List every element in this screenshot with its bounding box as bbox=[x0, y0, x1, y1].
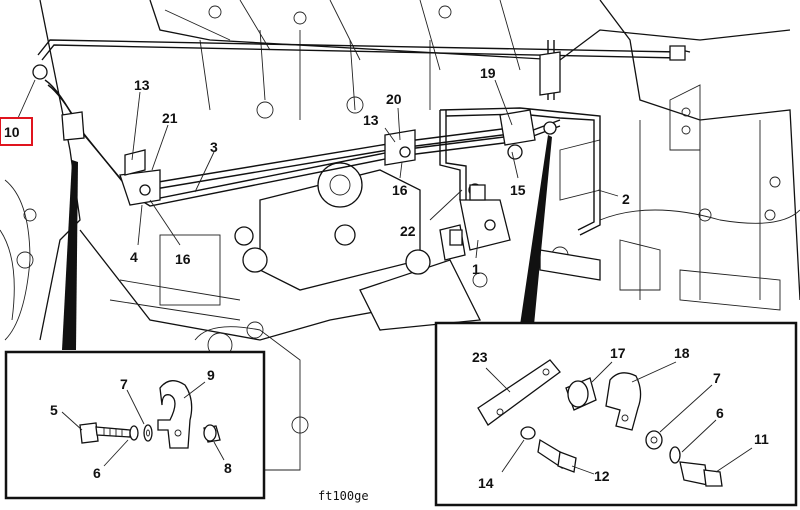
engine-block-illustration bbox=[0, 0, 800, 471]
callout-leaders bbox=[17, 79, 619, 350]
callout-3: 3 bbox=[210, 139, 218, 155]
detail-left-callout-7: 7 bbox=[120, 376, 128, 392]
callout-labels: 13 21 3 4 16 20 13 16 19 15 22 2 1 10 5 … bbox=[4, 65, 769, 503]
callout-19: 19 bbox=[480, 65, 496, 81]
detail-right-parts bbox=[477, 359, 753, 487]
detail-right-callout-14: 14 bbox=[478, 475, 494, 491]
detail-right-callout-12: 12 bbox=[594, 468, 610, 484]
callout-20: 20 bbox=[386, 91, 402, 107]
detail-right-callout-17: 17 bbox=[610, 345, 626, 361]
fuel-lines bbox=[32, 39, 691, 246]
callout-2: 2 bbox=[622, 191, 630, 207]
callout-21: 21 bbox=[162, 110, 178, 126]
callout-10: 10 bbox=[4, 124, 20, 140]
callout-16b: 16 bbox=[392, 182, 408, 198]
detail-right-callout-11: 11 bbox=[754, 431, 769, 447]
detail-left-callout-5: 5 bbox=[50, 402, 58, 418]
detail-box-left bbox=[4, 350, 266, 500]
callout-16a: 16 bbox=[175, 251, 191, 267]
callout-13a: 13 bbox=[134, 77, 150, 93]
callout-4: 4 bbox=[130, 249, 138, 265]
highlight-box-callout-10 bbox=[0, 117, 33, 146]
callout-13b: 13 bbox=[363, 112, 379, 128]
detail-right-callout-18: 18 bbox=[674, 345, 690, 361]
detail-left-parts bbox=[61, 380, 225, 467]
callout-1: 1 bbox=[472, 261, 480, 277]
detail-left-callout-6: 6 bbox=[93, 465, 101, 481]
detail-right-callout-6: 6 bbox=[716, 405, 724, 421]
detail-right-callout-7: 7 bbox=[713, 370, 721, 386]
callout-15: 15 bbox=[510, 182, 526, 198]
detail-left-callout-8: 8 bbox=[224, 460, 232, 476]
detail-right-callout-23: 23 bbox=[472, 349, 488, 365]
figure-caption: ft100ge bbox=[318, 489, 369, 503]
detail-left-callout-9: 9 bbox=[207, 367, 215, 383]
callout-22: 22 bbox=[400, 223, 416, 239]
